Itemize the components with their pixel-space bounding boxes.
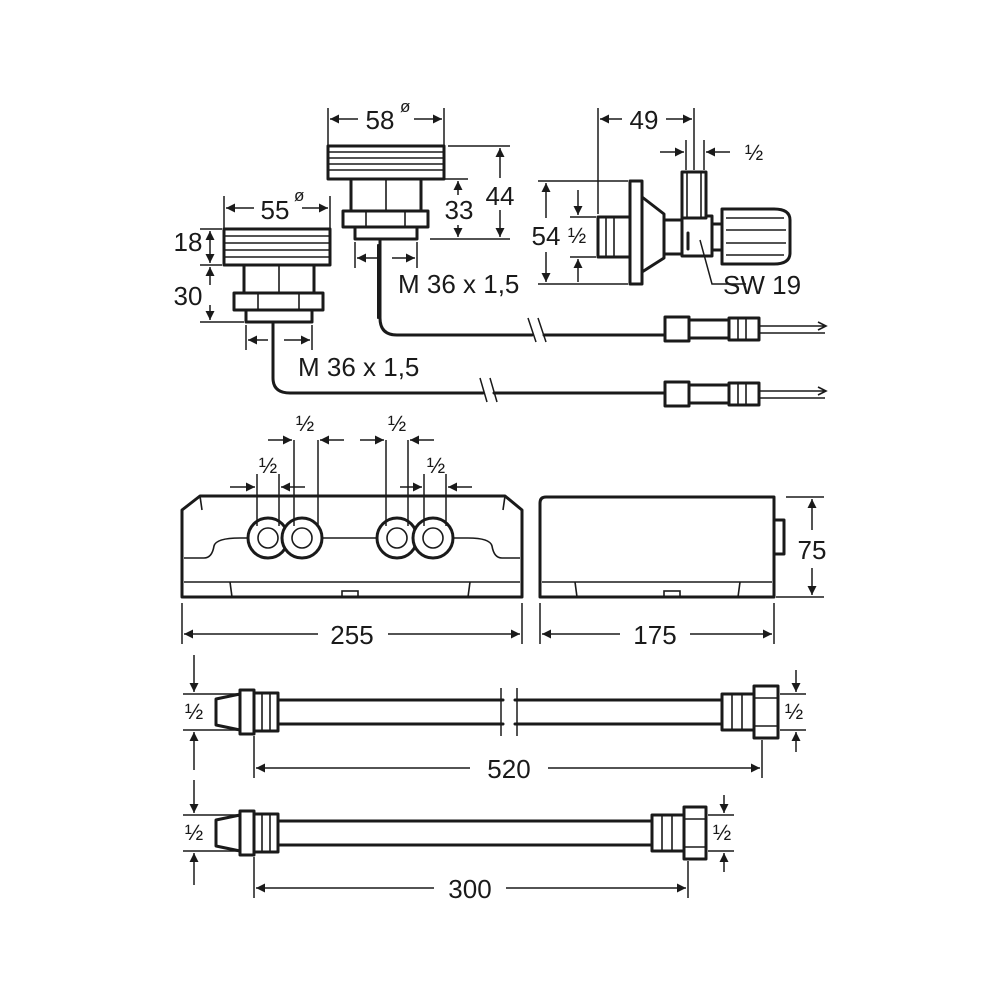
dimension-75: 75	[776, 496, 827, 598]
push-button-55	[222, 227, 332, 324]
dim-520-label: 520	[487, 754, 530, 784]
dim-58-symbol: ø	[400, 97, 410, 116]
dimension-54: 54	[532, 180, 628, 285]
hose1-left-label: ½	[185, 699, 203, 724]
dim-half-top-label: ½	[745, 140, 763, 165]
hose-300	[214, 805, 708, 861]
angle-valve	[596, 170, 792, 286]
dimension-18: 18	[174, 227, 222, 266]
hose2-left-label: ½	[185, 820, 203, 845]
push-button-58	[326, 144, 446, 241]
hose-520-dims: ½ ½ 520	[183, 655, 806, 784]
dim-30-label: 30	[174, 281, 203, 311]
hole-half-2: ½	[296, 411, 314, 436]
dim-44-label: 44	[486, 181, 515, 211]
dim-49-label: 49	[630, 105, 659, 135]
hose1-right-label: ½	[785, 699, 803, 724]
hose-520	[214, 684, 780, 740]
dim-54-label: 54	[532, 221, 561, 251]
hole-half-4: ½	[427, 453, 445, 478]
thread-upper-label: M 36 x 1,5	[398, 269, 519, 299]
dim-55-symbol: ø	[294, 186, 304, 205]
hole-half-1: ½	[259, 453, 277, 478]
dimension-49: 49	[597, 105, 695, 214]
dimension-58: 58 ø	[327, 97, 445, 146]
hose2-right-label: ½	[713, 820, 731, 845]
dim-55-label: 55	[261, 195, 290, 225]
dim-255-label: 255	[330, 620, 373, 650]
hole-dimensions: ½ ½ ½ ½	[230, 411, 472, 526]
dimension-half-valve: ½	[568, 190, 596, 282]
cable-upper	[378, 237, 667, 337]
dim-58-label: 58	[366, 105, 395, 135]
dim-half-valve-label: ½	[568, 223, 586, 248]
dim-300-label: 300	[448, 874, 491, 904]
box-255	[180, 494, 524, 599]
hose-300-dims: ½ ½ 300	[183, 780, 734, 904]
dim-33-label: 33	[445, 195, 474, 225]
thread-dim-upper: M 36 x 1,5	[354, 242, 519, 299]
dim-175-label: 175	[633, 620, 676, 650]
dimension-55: 55 ø	[223, 186, 331, 229]
dimension-175: 175	[539, 603, 775, 650]
cable-connector-upper	[663, 315, 828, 343]
box-175	[538, 495, 786, 599]
dim-75-label: 75	[798, 535, 827, 565]
dim-18-label: 18	[174, 227, 203, 257]
cable-connector-lower	[663, 380, 828, 408]
dimension-33: 33	[425, 178, 474, 237]
dimension-255: 255	[181, 603, 523, 650]
dimension-30: 30	[174, 267, 244, 323]
dimension-44: 44	[430, 145, 515, 240]
sw19-label: SW 19	[723, 270, 801, 300]
cable-lower	[271, 320, 667, 395]
sw19-callout: SW 19	[699, 239, 801, 300]
hole-half-3: ½	[388, 411, 406, 436]
thread-lower-label: M 36 x 1,5	[298, 352, 419, 382]
dimension-half-top: ½	[660, 140, 763, 170]
thread-dim-lower: M 36 x 1,5	[245, 325, 419, 382]
